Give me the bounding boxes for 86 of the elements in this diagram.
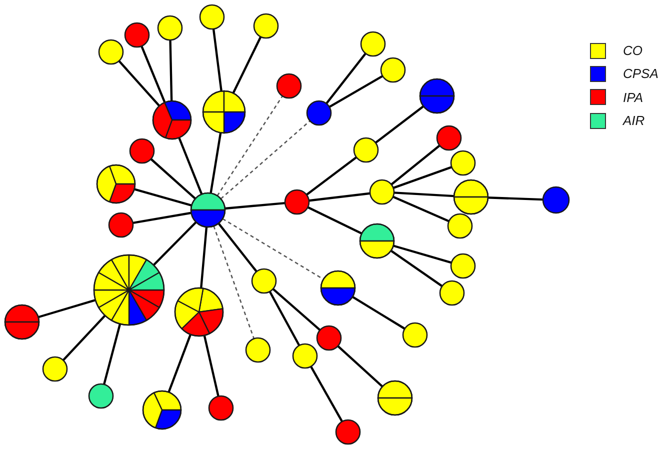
connector-line [393,244,452,264]
circle-node [402,322,428,348]
dashed-connector-line [220,120,310,200]
legend-label: CPSA [623,66,658,82]
connector-line [178,137,203,195]
circle-node [245,337,271,363]
legend-label: AIR [623,113,645,128]
connector-line [306,156,358,196]
pie-chart-node [377,380,413,416]
connector-line [390,144,440,186]
pie-chart-node [419,78,455,114]
pie-chart-node [320,270,356,306]
legend-label: CO [623,43,642,58]
circle-node [253,13,279,39]
circle-node [436,125,462,151]
circle-node [276,73,302,99]
connector-line [38,298,96,318]
circle-node [199,4,225,30]
connector-line [308,192,370,202]
circle-node [447,213,473,239]
connector-line [328,75,384,108]
circle-node [380,57,406,83]
pie-chart-node [96,164,136,204]
connector-line [307,206,362,235]
circle-node [335,419,361,445]
connector-line [200,226,208,288]
connector-line [337,345,384,388]
pie-chart-node [152,100,192,140]
connector-line [374,105,424,144]
connector-line [169,40,173,102]
connector-line [352,296,406,330]
circle-node [369,179,395,205]
connector-line [152,221,197,266]
dashed-connector-line [216,96,283,196]
connector-line [394,192,454,198]
circle-node [292,343,318,369]
connector-line [390,250,443,288]
circle-node [306,100,332,126]
connector-line [218,222,258,272]
connector-line [392,196,450,222]
pie-chart-node [453,179,489,215]
circle-node [542,186,570,214]
connector-line [150,158,196,200]
pie-chart-node [174,287,224,337]
pie-chart-node [4,304,40,340]
circle-node [42,356,68,382]
connector-line [62,314,106,361]
connector-line [212,28,222,92]
circle-node [360,31,386,57]
pie-chart-node [359,223,395,259]
pie-chart-node [142,390,182,430]
pie-chart-node [190,192,226,228]
connector-line [118,60,160,107]
connector-line [268,291,300,346]
circle-node [157,15,183,41]
circle-node [353,137,379,163]
connector-line [134,188,192,206]
connector-line [210,132,222,194]
connector-line [132,212,192,224]
circle-node [88,383,114,409]
connector-line [232,36,262,94]
connector-line [103,324,122,385]
pie-chart-node [202,90,246,134]
connector-line [392,166,452,189]
connector-line [140,46,166,103]
circle-node [316,325,342,351]
circle-node [450,253,476,279]
circle-node [129,138,155,164]
connector-line [310,366,344,422]
circle-node [439,280,465,306]
connector-line [272,288,321,331]
circle-node [124,22,150,48]
circle-node [284,189,310,215]
pie-chart-node [93,254,165,326]
circle-node [98,39,124,65]
legend-label: IPA [623,90,643,105]
connector-line [168,334,192,393]
circle-node [108,212,134,238]
connector-line [488,196,544,201]
circle-node [208,395,234,421]
connector-line [203,335,220,397]
circle-node [251,268,277,294]
connector-line [326,52,366,104]
circle-node [450,150,476,176]
connector-line [224,202,286,210]
dashed-connector-line [213,226,255,339]
